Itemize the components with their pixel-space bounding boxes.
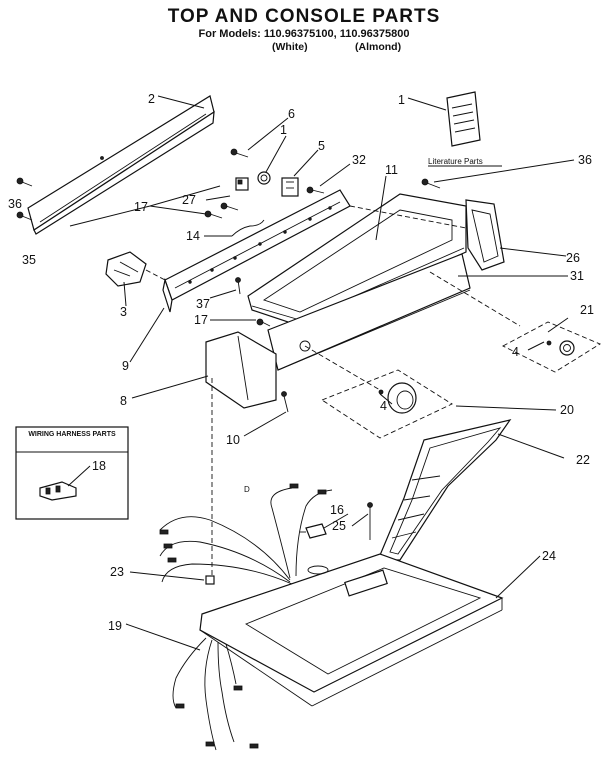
callout-23: 23 (110, 565, 124, 579)
callout-11: 11 (385, 163, 398, 177)
part-lint-screen-lid (377, 419, 512, 561)
callout-5: 5 (318, 139, 325, 153)
callout-17-upper: 17 (134, 200, 148, 214)
screw-35 (16, 211, 33, 221)
callout-20: 20 (560, 403, 574, 417)
callouts: 2 1 6 1 5 32 11 36 36 27 17 14 26 35 31 … (8, 92, 594, 633)
part-knob-small (257, 171, 271, 185)
callout-31: 31 (570, 269, 584, 283)
models-subtitle: For Models: 110.96375100, 110.96375800 (198, 28, 410, 40)
part-wire-harness-19 (159, 483, 333, 751)
callout-26: 26 (566, 251, 580, 265)
wiring-harness-title: WIRING HARNESS PARTS (28, 431, 116, 438)
part-top-panel (199, 553, 504, 707)
screw-32 (306, 186, 325, 194)
part-pin-25 (367, 502, 373, 540)
part-top-cover (247, 193, 467, 327)
callout-3: 3 (120, 305, 127, 319)
part-knob-assembly-21 (502, 321, 601, 373)
callout-9: 9 (122, 359, 129, 373)
screw-10 (281, 391, 289, 413)
part-harness-connector-18 (39, 481, 77, 501)
callout-4-center: 4 (380, 399, 387, 413)
screw-37 (235, 277, 241, 295)
part-switch-5 (281, 177, 299, 197)
callout-16: 16 (330, 503, 344, 517)
callout-d: D (244, 485, 250, 494)
part-literature (446, 91, 481, 147)
callout-25: 25 (332, 519, 346, 533)
part-right-endcap (465, 199, 505, 271)
callout-37: 37 (196, 297, 210, 311)
color-almond-label: (Almond) (355, 41, 402, 53)
screw-36-right (421, 178, 441, 189)
wiring-harness-box (15, 426, 129, 520)
color-white-label: (White) (272, 41, 308, 53)
callout-4-right: 4 (512, 345, 519, 359)
callout-10: 10 (226, 433, 240, 447)
callout-2: 2 (148, 92, 155, 106)
page-title: TOP AND CONSOLE PARTS (167, 6, 441, 27)
part-wire-14 (231, 219, 265, 237)
callout-1: 1 (280, 123, 287, 137)
callout-19: 19 (108, 619, 122, 633)
callout-22: 22 (576, 453, 590, 467)
callout-1-literature: 1 (398, 93, 405, 107)
screw-6 (230, 148, 249, 158)
part-end-cap (205, 331, 277, 409)
callout-27: 27 (182, 193, 196, 207)
callout-6: 6 (288, 107, 295, 121)
screw-17-lower (256, 318, 271, 327)
literature-label: Literature Parts (428, 157, 483, 166)
callout-36-right: 36 (578, 153, 592, 167)
part-knob-assembly-20 (321, 369, 453, 439)
callout-18: 18 (92, 459, 106, 473)
callout-35: 35 (22, 253, 36, 267)
screw-36-left (16, 177, 33, 187)
screws-17-upper (204, 202, 239, 219)
callout-36-left: 36 (8, 197, 22, 211)
part-clip-23 (205, 575, 215, 585)
callout-14: 14 (186, 229, 200, 243)
callout-21: 21 (580, 303, 594, 317)
callout-32: 32 (352, 153, 366, 167)
part-back-panel (27, 95, 215, 235)
callout-8: 8 (120, 394, 127, 408)
callout-24: 24 (542, 549, 556, 563)
leader-lines (67, 95, 575, 651)
part-timer (105, 251, 166, 287)
part-small-switch (235, 177, 249, 191)
part-terminal-16 (300, 523, 327, 539)
callout-17-lower: 17 (194, 313, 208, 327)
